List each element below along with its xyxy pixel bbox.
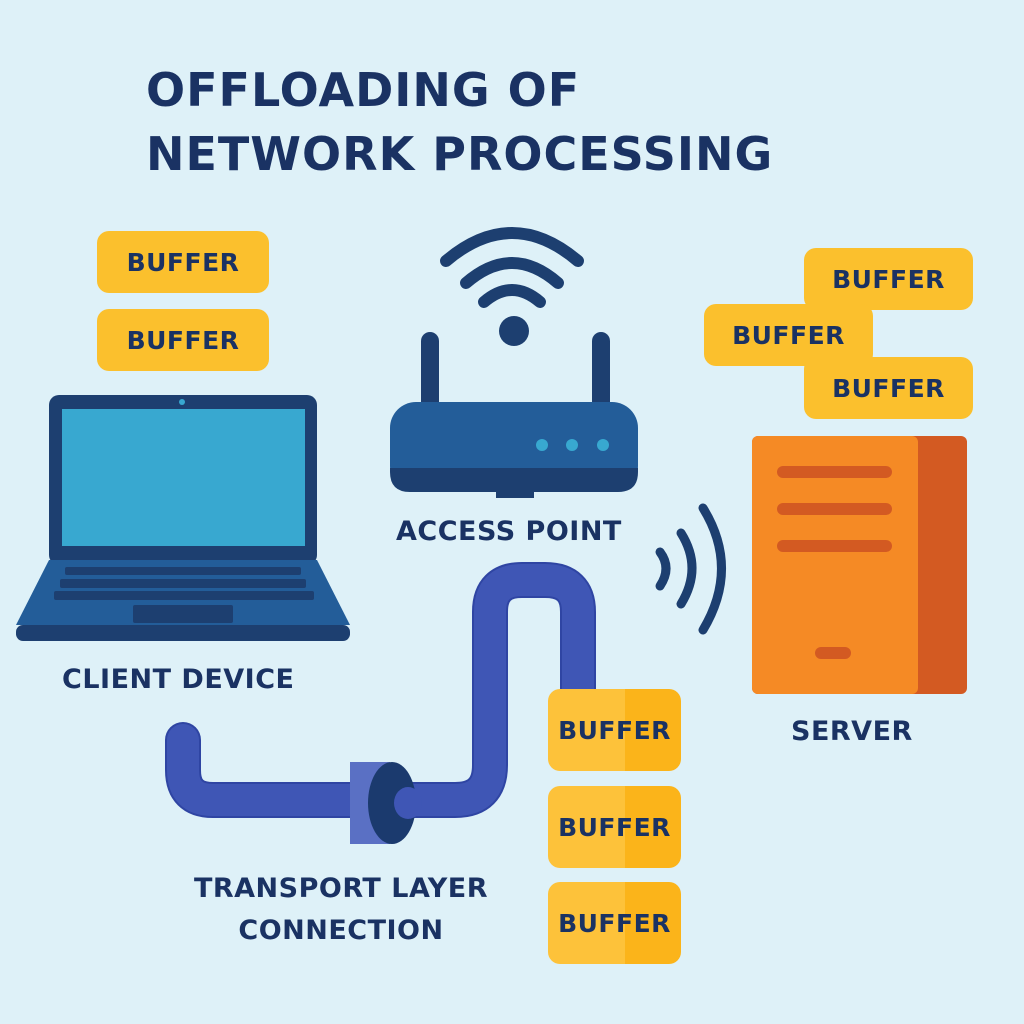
transport-layer-label: TRANSPORT LAYER CONNECTION (176, 868, 506, 952)
server-icon (752, 436, 967, 694)
title-line-2: NETWORK PROCESSING (146, 127, 774, 181)
client-device-label: CLIENT DEVICE (62, 664, 295, 695)
wireless-signal-icon (655, 503, 726, 635)
server-buffer: BUFFER (804, 248, 973, 310)
server-buffer: BUFFER (804, 357, 973, 419)
client-buffer: BUFFER (97, 231, 269, 293)
server-label: SERVER (791, 716, 913, 747)
router-icon (390, 227, 638, 498)
transport-buffer: BUFFER (548, 786, 681, 868)
transport-buffer: BUFFER (548, 689, 681, 771)
transport-buffer: BUFFER (548, 882, 681, 964)
access-point-label: ACCESS POINT (396, 516, 622, 547)
title-line-1: OFFLOADING OF (146, 63, 581, 117)
laptop-icon (16, 395, 350, 641)
server-buffer: BUFFER (704, 304, 873, 366)
pipe-icon (165, 562, 596, 844)
page-title: OFFLOADING OF NETWORK PROCESSING (146, 58, 773, 186)
client-buffer: BUFFER (97, 309, 269, 371)
transport-label-line-1: TRANSPORT LAYER (193, 873, 489, 904)
transport-label-line-2: CONNECTION (238, 915, 444, 946)
